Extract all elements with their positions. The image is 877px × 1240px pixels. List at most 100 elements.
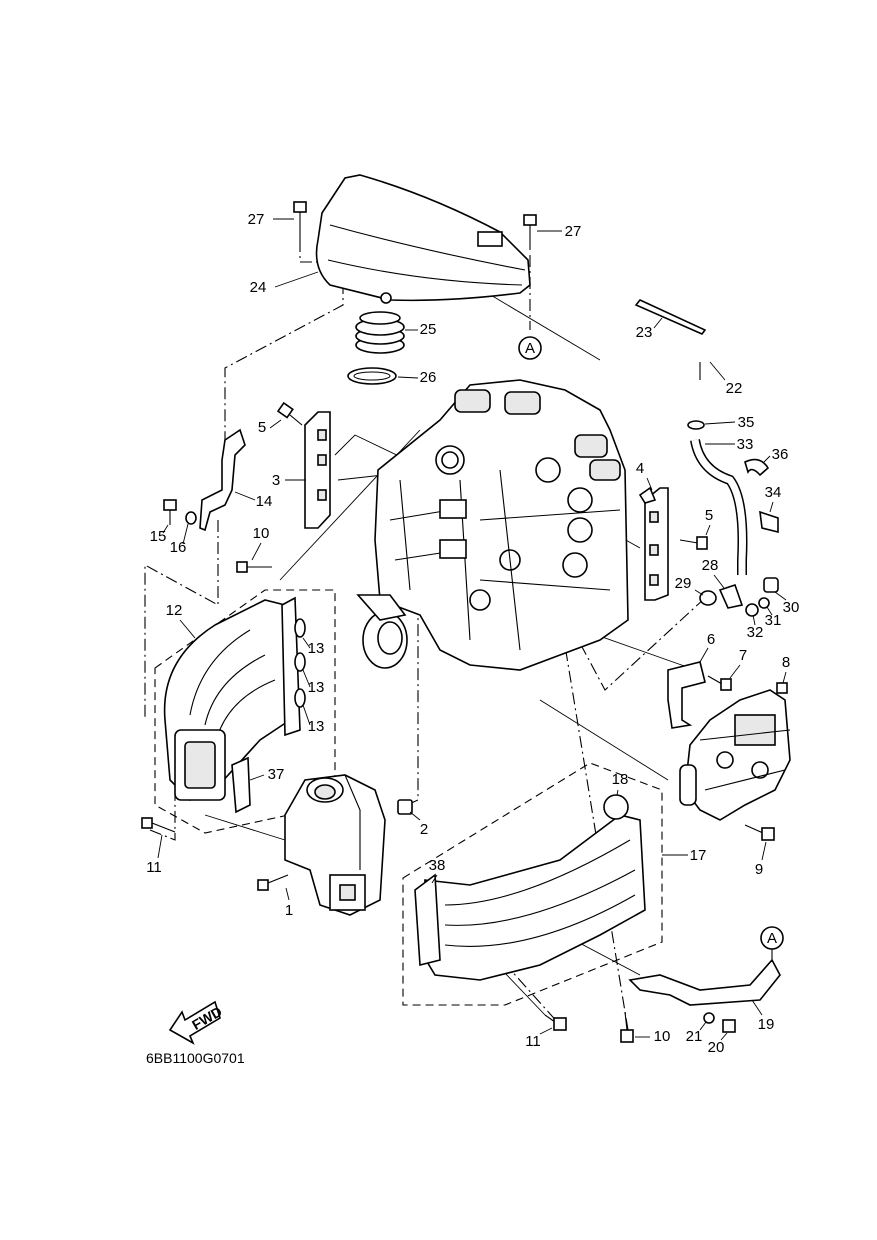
callout-c14: 14 [256, 493, 273, 510]
callout-c29: 29 [675, 575, 692, 592]
callout-leader-c23 [653, 317, 663, 329]
callout-c37: 37 [268, 766, 285, 783]
bolt-7 [707, 675, 732, 691]
callout-leader-c31 [766, 606, 773, 616]
callout-c7: 7 [739, 647, 747, 664]
bolt-27b [523, 214, 537, 250]
bolt-10b [620, 1011, 634, 1043]
bolt-5a [276, 401, 303, 426]
rubber-bellows [355, 311, 405, 354]
callout-c5a: 5 [258, 419, 266, 436]
ref-marker-upper-label: A [525, 340, 535, 357]
callout-leader-c11b [539, 1027, 553, 1035]
callout-leader-c13a [302, 637, 311, 649]
bolt-11a [141, 817, 176, 833]
bolt-8 [776, 682, 788, 694]
callout-c10b: 10 [654, 1028, 671, 1045]
callout-c15: 15 [150, 528, 167, 545]
callout-leader-c18 [616, 789, 619, 796]
callout-leader-c30 [774, 591, 787, 601]
callout-leader-c36 [763, 455, 771, 463]
callout-leader-c20 [720, 1032, 728, 1041]
callout-leader-c5a [269, 419, 282, 429]
callout-leader-c2 [409, 811, 421, 821]
plate-4 [638, 486, 669, 601]
callout-leader-c4 [646, 477, 653, 491]
ref-line-14 [144, 520, 219, 720]
callout-leader-c7 [729, 664, 741, 679]
callout-leader-c9 [761, 841, 767, 861]
callout-c3: 3 [272, 472, 280, 489]
clip-36 [744, 458, 770, 477]
callout-c22: 22 [726, 380, 743, 397]
callout-leader-c35 [704, 421, 736, 425]
ref-marker-upper: A [518, 336, 542, 360]
callout-leader-c15 [162, 524, 169, 534]
callout-c18: 18 [612, 771, 629, 788]
callout-c38: 38 [429, 857, 446, 874]
fitting-28 [718, 583, 744, 609]
callout-leader-c22 [709, 361, 726, 381]
washer-16 [185, 511, 197, 525]
bracket-19 [628, 958, 781, 1006]
callout-c5b: 5 [705, 507, 713, 524]
callout-c30: 30 [783, 599, 800, 616]
callout-leader-c5b [705, 524, 711, 536]
ref-marker-lower: A [760, 926, 784, 962]
callout-c13a: 13 [308, 640, 325, 657]
connector-1 [204, 814, 286, 841]
callout-c16: 16 [170, 539, 187, 556]
plate-3 [304, 411, 331, 529]
callout-c26: 26 [420, 369, 437, 386]
bolt-9 [744, 824, 775, 841]
callout-c24: 24 [250, 279, 267, 296]
cable-tie [634, 299, 707, 335]
callout-c12: 12 [166, 602, 183, 619]
callout-c1: 1 [285, 902, 293, 919]
callout-c35: 35 [738, 414, 755, 431]
intake-manifold-lower [414, 814, 646, 981]
throttle-body [284, 774, 386, 916]
washer-31 [758, 597, 770, 609]
washer-32 [745, 603, 759, 617]
callout-leader-c13b [302, 669, 311, 688]
callout-leader-c1 [285, 887, 290, 901]
bracket-14 [199, 428, 246, 532]
callout-c11b: 11 [525, 1033, 541, 1050]
group-boundary-intake-lower [402, 762, 663, 1006]
callout-leader-c8 [782, 671, 787, 684]
callout-c33: 33 [737, 436, 754, 453]
callout-leader-c34 [769, 501, 774, 513]
callout-c28: 28 [702, 557, 719, 574]
ref-marker-lower-label: A [767, 930, 777, 947]
washer-21 [703, 1012, 715, 1024]
callout-c36: 36 [772, 446, 789, 463]
callout-c4: 4 [636, 460, 644, 477]
duct-cover [315, 174, 531, 304]
bolt-15 [163, 499, 177, 525]
callout-c8: 8 [782, 654, 790, 671]
ref-line-11a [149, 780, 176, 841]
callout-c9: 9 [755, 861, 763, 878]
callout-c27a: 27 [248, 211, 265, 228]
callout-leader-c24 [274, 271, 319, 288]
callout-c13b: 13 [308, 679, 325, 696]
callout-leader-c14 [234, 491, 256, 501]
callout-c21: 21 [686, 1028, 703, 1045]
callout-leader-c37 [249, 774, 265, 781]
callout-c25: 25 [420, 321, 437, 338]
callout-leader-c29 [694, 589, 704, 596]
callout-c31: 31 [765, 612, 782, 629]
o-ring-29 [699, 590, 717, 606]
hose-33 [690, 438, 748, 575]
engine-block [356, 379, 629, 671]
callout-leader-c38 [431, 874, 438, 884]
diagram-code: 6BB1100G0701 [146, 1050, 245, 1066]
callout-leader-c13c [302, 704, 311, 726]
callout-c10a: 10 [253, 525, 270, 542]
bolt-1 [257, 874, 289, 891]
callout-c13c: 13 [308, 718, 325, 735]
callout-c6: 6 [707, 631, 715, 648]
